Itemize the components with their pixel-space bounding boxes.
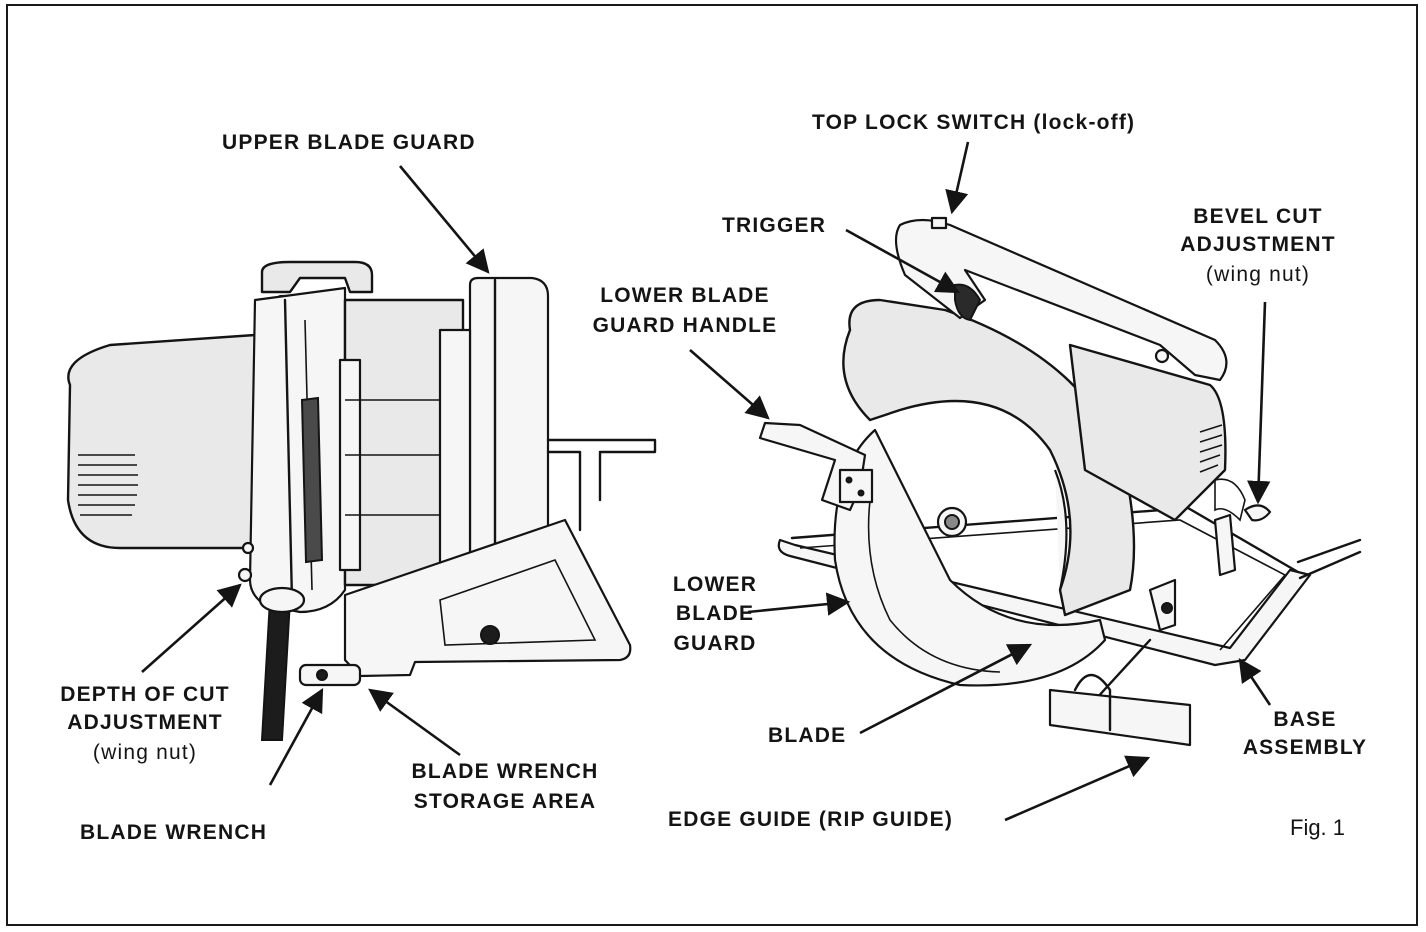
right-motor: [1068, 343, 1227, 522]
label-bevel-cut-line3: (wing nut): [1205, 263, 1311, 286]
saw-blade: [833, 428, 1107, 687]
label-depth-of-cut-line1: DEPTH OF CUT: [60, 683, 230, 706]
right-motor-vents: [1199, 424, 1223, 473]
label-upper-blade-guard: UPPER BLADE GUARD: [222, 131, 476, 154]
upper-blade-guard-shape: [468, 276, 550, 582]
arrow-blade-wrench-storage: [368, 688, 461, 757]
trigger-shape: [954, 283, 982, 322]
label-lower-blade-guard-line1: LOWER: [672, 573, 758, 596]
label-trigger: TRIGGER: [722, 214, 827, 237]
arrow-lower-blade-guard: [747, 592, 851, 616]
edge-guide-fence: [1048, 688, 1192, 747]
arrow-base-assembly: [1238, 658, 1272, 706]
top-lock-button: [930, 216, 948, 230]
label-blade: BLADE: [768, 724, 847, 747]
base-plate: [343, 518, 632, 678]
label-blade-wrench: BLADE WRENCH: [80, 821, 268, 844]
motor-vents: [78, 454, 138, 516]
stored-wrench: [298, 663, 362, 687]
label-wrench-storage-line1: BLADE WRENCH: [411, 760, 599, 783]
label-bevel-cut-line1: BEVEL CUT: [1193, 205, 1323, 228]
label-base-assembly-line2: ASSEMBLY: [1242, 736, 1368, 759]
arrow-bevel-cut: [1247, 301, 1271, 505]
label-base-assembly-line1: BASE: [1273, 708, 1337, 731]
label-wrench-storage-line2: STORAGE AREA: [413, 790, 597, 813]
label-bevel-cut-line2: ADJUSTMENT: [1180, 233, 1336, 256]
lower-guard-lever: [758, 421, 867, 512]
arrow-edge-guide: [1004, 755, 1151, 822]
label-lower-guard-handle-line1: LOWER BLADE: [600, 284, 770, 307]
arrow-lower-guard-handle: [689, 349, 770, 420]
right-handle: [894, 218, 1228, 382]
handle-body: [248, 286, 347, 614]
label-top-lock-switch: TOP LOCK SWITCH (lock-off): [812, 111, 1136, 134]
motor-housing: [66, 333, 264, 550]
arrow-depth-of-cut: [141, 583, 242, 673]
figure-border: [6, 4, 1418, 926]
label-lower-blade-guard-line2: BLADE: [675, 602, 755, 625]
left-saw-front-view: [66, 260, 657, 741]
leader-arrows: [141, 141, 1272, 822]
label-edge-guide: EDGE GUIDE (RIP GUIDE): [668, 808, 954, 831]
power-cord: [260, 599, 292, 741]
right-upper-guard: [842, 298, 1136, 617]
grip-texture: [300, 396, 324, 564]
arrow-blade: [859, 643, 1033, 735]
figure-number: Fig. 1: [1290, 815, 1346, 840]
label-depth-of-cut-line2: ADJUSTMENT: [67, 711, 223, 734]
arrow-upper-blade-guard: [398, 165, 490, 274]
arrow-top-lock-switch: [945, 141, 970, 215]
bevel-wing-nut: [1243, 504, 1272, 522]
label-lower-blade-guard-line3: GUARD: [673, 632, 757, 655]
right-base-plate: [777, 538, 1312, 667]
handle-top: [260, 260, 374, 294]
label-lower-guard-handle-line2: GUARD HANDLE: [592, 314, 778, 337]
label-depth-of-cut-line3: (wing nut): [92, 741, 198, 764]
arrow-blade-wrench: [268, 687, 324, 786]
arrow-trigger: [845, 228, 961, 294]
right-saw-three-quarter-view: [758, 216, 1362, 747]
